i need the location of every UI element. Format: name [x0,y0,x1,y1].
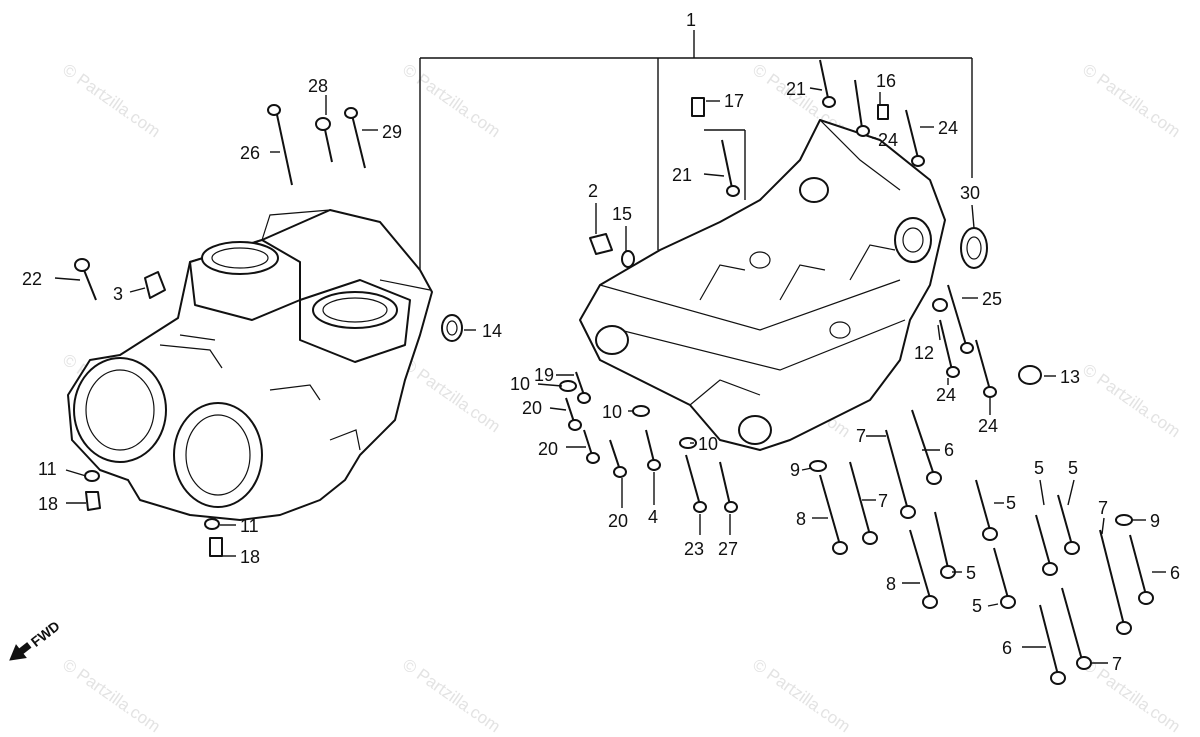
callout-15: 15 [612,204,632,224]
fwd-label: FWD [28,618,63,650]
callout-8a: 8 [796,509,806,529]
callout-20c: 20 [608,511,628,531]
callout-17: 17 [724,91,744,111]
callout-24b: 24 [938,118,958,138]
callout-6b: 6 [1170,563,1180,583]
callout-23: 23 [684,539,704,559]
callout-18b: 18 [240,547,260,567]
part-17-dowel [691,97,705,117]
callout-7a: 7 [856,426,866,446]
callout-9a: 9 [790,460,800,480]
callout-7c: 7 [1098,498,1108,518]
callout-24c: 24 [936,385,956,405]
callout-3: 3 [113,284,123,304]
callout-5d: 5 [1034,458,1044,478]
callout-8b: 8 [886,574,896,594]
callout-24a: 24 [878,130,898,150]
part-13-oil-seal [1018,365,1042,385]
callout-5b: 5 [972,596,982,616]
part-10-washer-a [559,380,577,392]
callout-18a: 18 [38,494,58,514]
crankcase-exploded-diagram: 1 28 26 29 22 3 14 11 18 11 18 2 15 17 2… [9,10,1180,685]
callout-11a: 11 [38,459,57,479]
callout-20a: 20 [522,398,542,418]
callout-7b: 7 [878,491,888,511]
part-9-washer-a [809,460,827,472]
callout-24d: 24 [978,416,998,436]
callout-10c: 10 [698,434,718,454]
callout-5e: 5 [1068,458,1078,478]
callout-29: 29 [382,122,402,142]
leader-lines [54,87,1166,664]
callout-12: 12 [914,343,934,363]
callout-5a: 5 [966,563,976,583]
part-18-bolt-a [85,491,101,511]
callout-25: 25 [982,289,1002,309]
callout-4: 4 [648,507,658,527]
callout-14: 14 [482,321,502,341]
part-11-washer-a [84,470,100,482]
part-16-dowel [877,104,889,120]
small-parts [84,97,1133,557]
fwd-arrow-icon [9,642,32,661]
bolts [74,59,1154,685]
callout-5c: 5 [1006,493,1016,513]
callout-20b: 20 [538,439,558,459]
callout-26: 26 [240,143,260,163]
callout-2: 2 [588,181,598,201]
callout-22: 22 [22,269,42,289]
callout-10a: 10 [510,374,530,394]
callout-11b: 11 [240,516,259,536]
callout-21a: 21 [786,79,806,99]
part-3-sensor [144,271,166,299]
part-2-plug [589,233,613,255]
part-10-washer-c [679,437,697,449]
callout-28: 28 [308,76,328,96]
callout-16: 16 [876,71,896,91]
callout-19: 19 [534,365,554,385]
lower-crankcase [579,119,946,451]
callout-13: 13 [1060,367,1080,387]
callout-21b: 21 [672,165,692,185]
callout-27: 27 [718,539,738,559]
part-30-bearing [960,227,988,269]
callout-10b: 10 [602,402,622,422]
callout-7d: 7 [1112,654,1122,674]
callout-6a: 6 [944,440,954,460]
callout-9b: 9 [1150,511,1160,531]
part-14-oil-seal [441,314,463,342]
callout-labels: 1 28 26 29 22 3 14 11 18 11 18 2 15 17 2… [22,10,1180,674]
part-9-washer-b [1115,514,1133,526]
callout-1: 1 [686,10,696,30]
part-11-washer-b [204,518,220,530]
fwd-indicator: FWD [9,618,63,661]
part-15-o-ring [621,250,635,268]
part-18-bolt-b [209,537,223,557]
upper-crankcase [67,209,433,521]
callout-1-bracket [419,30,973,278]
callout-6c: 6 [1002,638,1012,658]
callout-30: 30 [960,183,980,203]
part-10-washer-b [632,405,650,417]
